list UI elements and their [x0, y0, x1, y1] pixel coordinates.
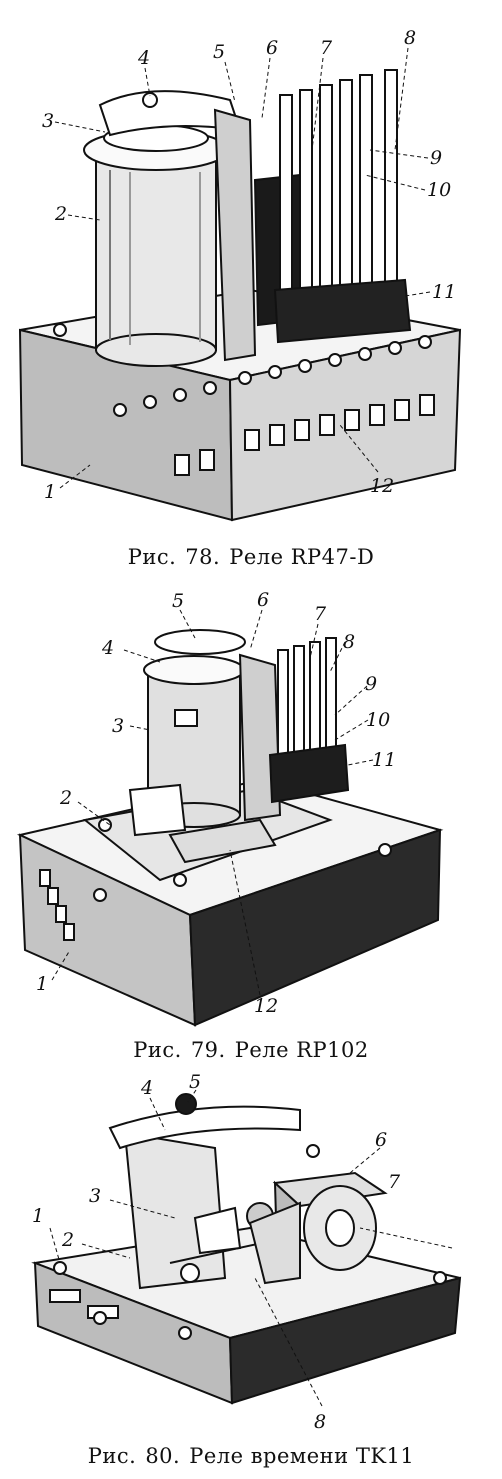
- caption-text: Реле RP102: [234, 1038, 369, 1062]
- callout-8: 8: [343, 631, 355, 653]
- callout-5: 5: [213, 41, 225, 63]
- callout-4: 4: [140, 1077, 153, 1099]
- callout-10: 10: [366, 709, 390, 731]
- figure-79: 5 6 4 7 8 9 10 11 3 2 12 1: [0, 580, 502, 1035]
- callout-8: 8: [314, 1411, 326, 1433]
- callout-4: 4: [137, 47, 150, 69]
- callout-7: 7: [320, 37, 333, 59]
- callout-10: 10: [427, 179, 451, 201]
- caption-prefix: Рис.: [127, 545, 177, 569]
- callout-3: 3: [112, 715, 124, 737]
- caption-number: 78.: [185, 545, 221, 569]
- callout-12: 12: [254, 995, 278, 1017]
- callout-5: 5: [172, 590, 184, 612]
- callout-1: 1: [36, 973, 48, 995]
- callout-1: 1: [44, 481, 56, 503]
- callout-2: 2: [61, 1229, 74, 1251]
- caption-prefix: Рис.: [133, 1038, 182, 1062]
- figure-80: 4 5 6 7 3 2 1 8: [0, 1068, 502, 1438]
- figure-78: 4 3 2 5 6 7 8 9 10 11 12 1: [0, 0, 502, 540]
- relay-tk11-illustration: 4 5 6 7 3 2 1 8: [31, 1071, 462, 1433]
- callout-6: 6: [375, 1129, 387, 1151]
- caption-number: 79.: [190, 1038, 226, 1062]
- caption-prefix: Рис.: [87, 1444, 137, 1468]
- caption-number: 80.: [145, 1444, 181, 1468]
- caption-text: Реле RP47-D: [229, 545, 375, 569]
- callout-9: 9: [430, 147, 442, 169]
- callout-2: 2: [54, 203, 67, 225]
- callout-6: 6: [257, 589, 269, 611]
- callout-3: 3: [42, 110, 54, 132]
- callout-2: 2: [59, 787, 72, 809]
- callout-3: 3: [89, 1185, 101, 1207]
- callout-12: 12: [370, 475, 394, 497]
- callout-7: 7: [388, 1171, 401, 1193]
- caption-figure-78: Рис. 78. Реле RP47-D: [0, 545, 502, 569]
- caption-text: Реле времени TK11: [189, 1444, 415, 1468]
- callout-11: 11: [432, 281, 456, 303]
- callout-8: 8: [404, 27, 416, 49]
- callout-5: 5: [189, 1071, 201, 1093]
- relay-rp102-illustration: 5 6 4 7 8 9 10 11 3 2 12 1: [16, 589, 444, 1027]
- callout-4: 4: [101, 637, 114, 659]
- relay-rp47-illustration: 4 3 2 5 6 7 8 9 10 11 12 1: [18, 27, 462, 522]
- callout-11: 11: [372, 749, 396, 771]
- caption-figure-80: Рис. 80. Реле времени TK11: [0, 1444, 502, 1468]
- callout-9: 9: [365, 673, 377, 695]
- callout-6: 6: [266, 37, 278, 59]
- caption-figure-79: Рис. 79. Реле RP102: [0, 1038, 502, 1062]
- callout-1: 1: [32, 1205, 44, 1227]
- callout-7: 7: [314, 603, 327, 625]
